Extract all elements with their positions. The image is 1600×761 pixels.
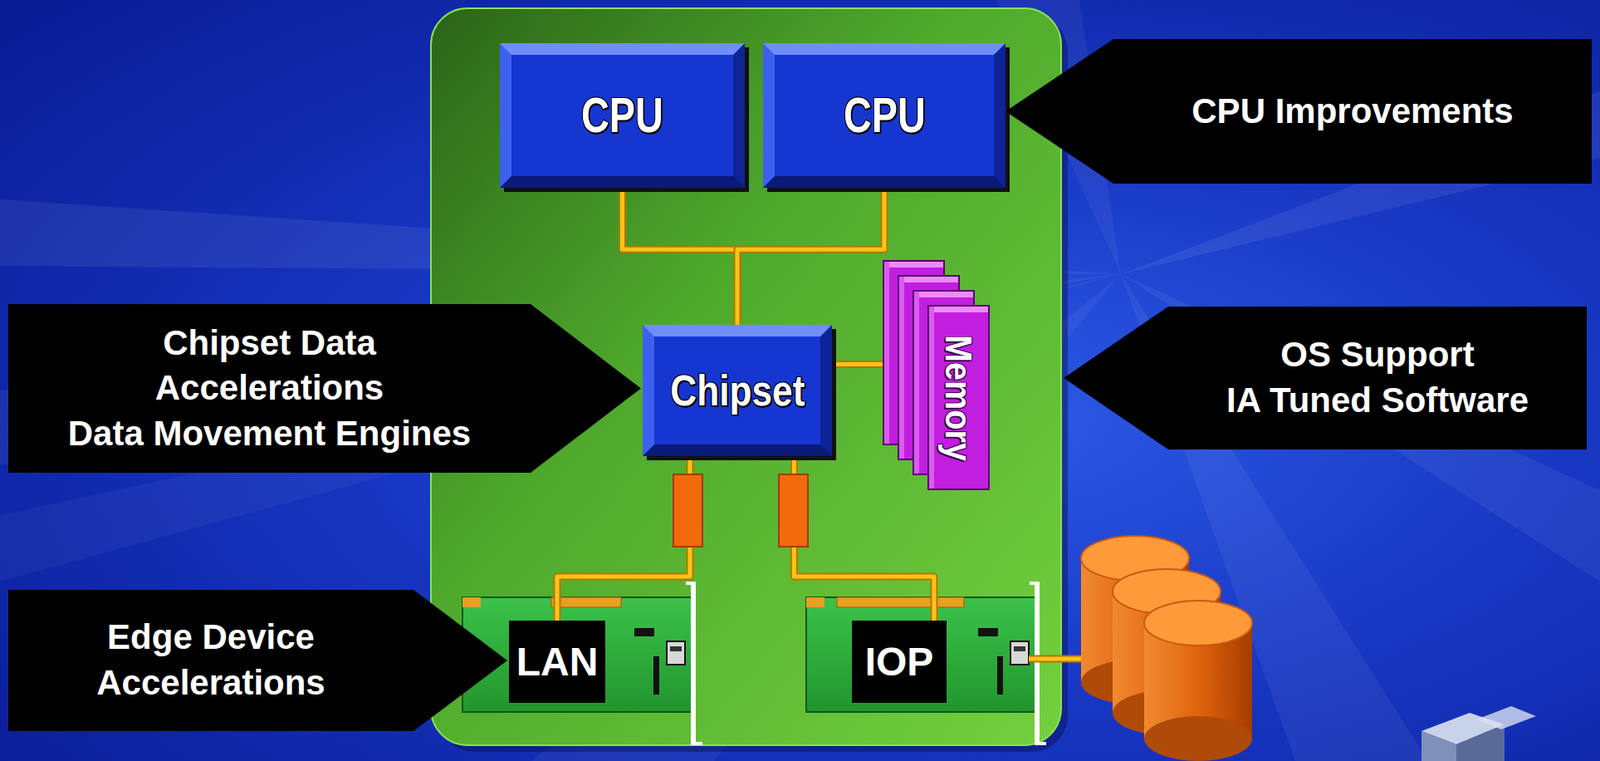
module-side (899, 276, 905, 459)
bus-wire (793, 455, 935, 621)
module-side (914, 291, 920, 474)
callout-arrow: OS SupportIA Tuned Software (1063, 306, 1587, 450)
wire-outline (793, 455, 935, 621)
wire-core (793, 455, 935, 621)
disk-stack (1081, 535, 1253, 761)
callout-body: CPU Improvements (1113, 39, 1592, 184)
module-top (914, 291, 974, 298)
lan-chip: LAN (508, 620, 606, 703)
wire-outline (831, 360, 883, 368)
cpu-box: CPU (499, 43, 745, 188)
bus-wire (737, 187, 885, 325)
iop-chip: IOP (851, 620, 947, 703)
callout-shape (1063, 306, 1587, 450)
callout-fill (1005, 39, 1592, 184)
callout-text: OS Support (1280, 332, 1474, 378)
callout-arrow: Chipset Data AccelerationsData Movement … (8, 303, 641, 473)
callout-text: Chipset Data Accelerations (132, 320, 407, 412)
module-side (884, 261, 890, 444)
wire-core (557, 455, 690, 621)
callout-arrow: CPU Improvements (1005, 39, 1592, 184)
wire-outline (557, 455, 690, 621)
wire-core (737, 187, 885, 325)
chipset-label: Chipset (670, 368, 805, 412)
callout-body: Chipset Data AccelerationsData Movement … (8, 303, 531, 473)
chipset-box: Chipset (642, 324, 832, 456)
module-top (929, 306, 989, 313)
cpu-label: CPU (843, 90, 926, 141)
wire-core (831, 362, 883, 367)
callout-fill (8, 303, 641, 473)
callout-fill (1063, 306, 1587, 450)
bus-wire (557, 455, 690, 621)
memory-face: Memory (927, 304, 990, 490)
callout-text: Data Movement Engines (68, 411, 471, 457)
callout-body: OS SupportIA Tuned Software (1168, 306, 1587, 450)
memory-module (928, 305, 989, 490)
lan-label: LAN (516, 641, 599, 682)
server-icon (1421, 705, 1537, 761)
iop-label: IOP (865, 641, 935, 682)
module-body (928, 305, 989, 490)
module-top (899, 276, 959, 283)
module-top (884, 261, 944, 268)
cpu-label: CPU (581, 90, 664, 141)
memory-label: Memory (940, 334, 978, 461)
bus-connector (778, 474, 808, 547)
callout-text: Edge Device Accelerations (73, 614, 348, 705)
callout-body: Edge Device Accelerations (8, 589, 414, 731)
iop-card (806, 581, 1047, 745)
bus-connector (673, 474, 703, 547)
memory-stack: Memory (882, 259, 990, 490)
callout-fill (8, 589, 508, 731)
module-side (929, 306, 935, 489)
wire-outline (737, 187, 885, 325)
bus-wire (831, 363, 883, 365)
wire-outline (622, 187, 739, 325)
cpu-box: CPU (763, 43, 1006, 188)
bus-wire (622, 187, 739, 325)
callout-text: CPU Improvements (1191, 88, 1513, 135)
callout-arrow: Edge Device Accelerations (8, 589, 508, 731)
wire-core (622, 187, 739, 325)
callout-shape (8, 589, 508, 731)
callout-text: IA Tuned Software (1226, 377, 1529, 424)
